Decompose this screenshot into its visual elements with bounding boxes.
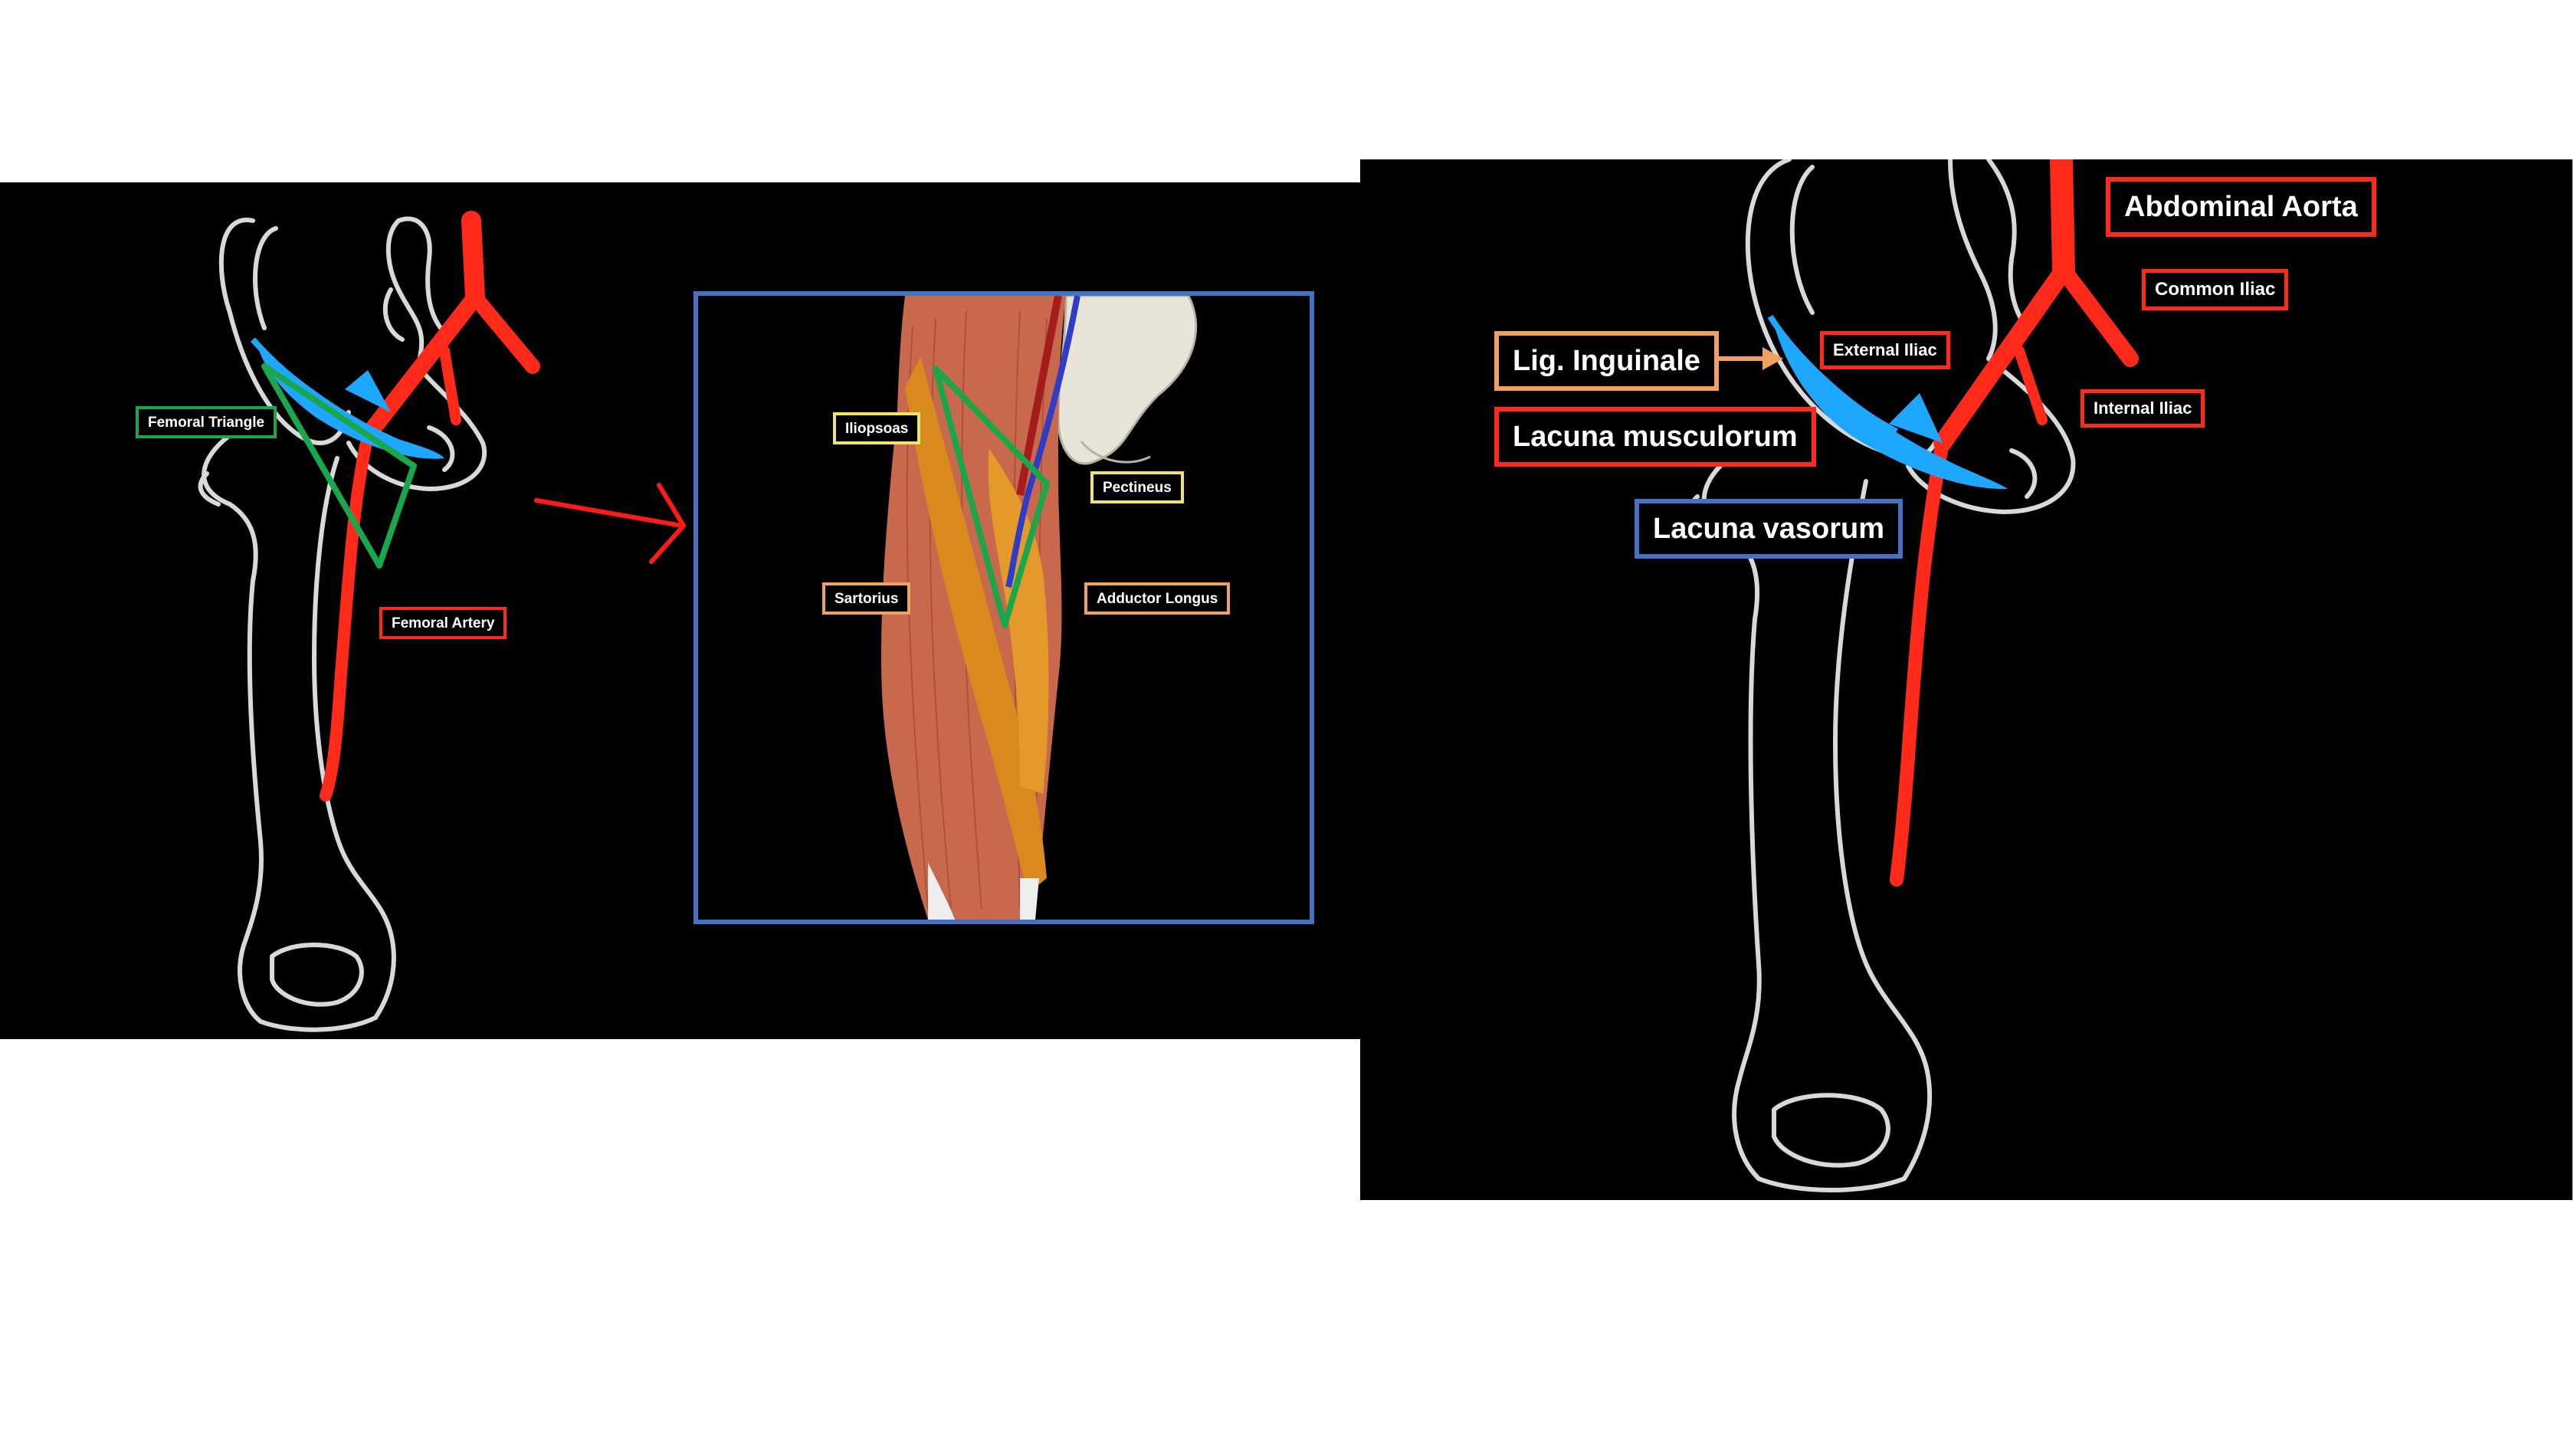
sartorius-label: Sartorius xyxy=(822,582,911,615)
lig-inguinale-label: Lig. Inguinale xyxy=(1494,331,1719,391)
hip-bone-outline-right xyxy=(1686,159,2076,1192)
adductor-longus-label: Adductor Longus xyxy=(1084,582,1231,615)
aorta-iliac-drawing xyxy=(1890,159,2139,887)
inguinal-ligament-drawing xyxy=(1767,314,2008,490)
pectineus-label: Pectineus xyxy=(1090,471,1184,503)
artery-inset-drawing xyxy=(1016,296,1062,496)
common-iliac-label: Common Iliac xyxy=(2142,269,2289,310)
femoral-artery-label: Femoral Artery xyxy=(379,607,507,639)
right-arrow-icon xyxy=(534,483,687,564)
thigh-muscle-illustration xyxy=(881,296,1198,920)
lacuna-musculorum-label: Lacuna musculorum xyxy=(1494,407,1816,467)
internal-iliac-label: Internal Iliac xyxy=(2081,389,2205,428)
femoral-triangle-label: Femoral Triangle xyxy=(136,406,277,438)
sartorius-muscle xyxy=(905,357,1047,894)
right-panel: Abdominal Aorta Common Iliac External Il… xyxy=(1360,159,2572,1200)
vein-drawing xyxy=(1005,296,1080,588)
pelvis-bone xyxy=(1057,296,1198,465)
muscle-inset-frame: Iliopsoas Pectineus Sartorius Adductor L… xyxy=(694,291,1314,924)
left-illustration xyxy=(198,211,687,1032)
left-panel: Femoral Triangle Femoral Artery xyxy=(0,182,1360,1039)
femoral-triangle-outline xyxy=(261,363,417,569)
inset-femoral-triangle xyxy=(933,366,1050,628)
lacuna-vasorum-label: Lacuna vasorum xyxy=(1635,499,1903,559)
artery-drawing xyxy=(320,211,540,802)
abdominal-aorta-label: Abdominal Aorta xyxy=(2106,177,2376,237)
external-iliac-label: External Iliac xyxy=(1820,331,1950,369)
right-illustration xyxy=(1686,159,2139,1192)
iliopsoas-label: Iliopsoas xyxy=(833,412,921,444)
